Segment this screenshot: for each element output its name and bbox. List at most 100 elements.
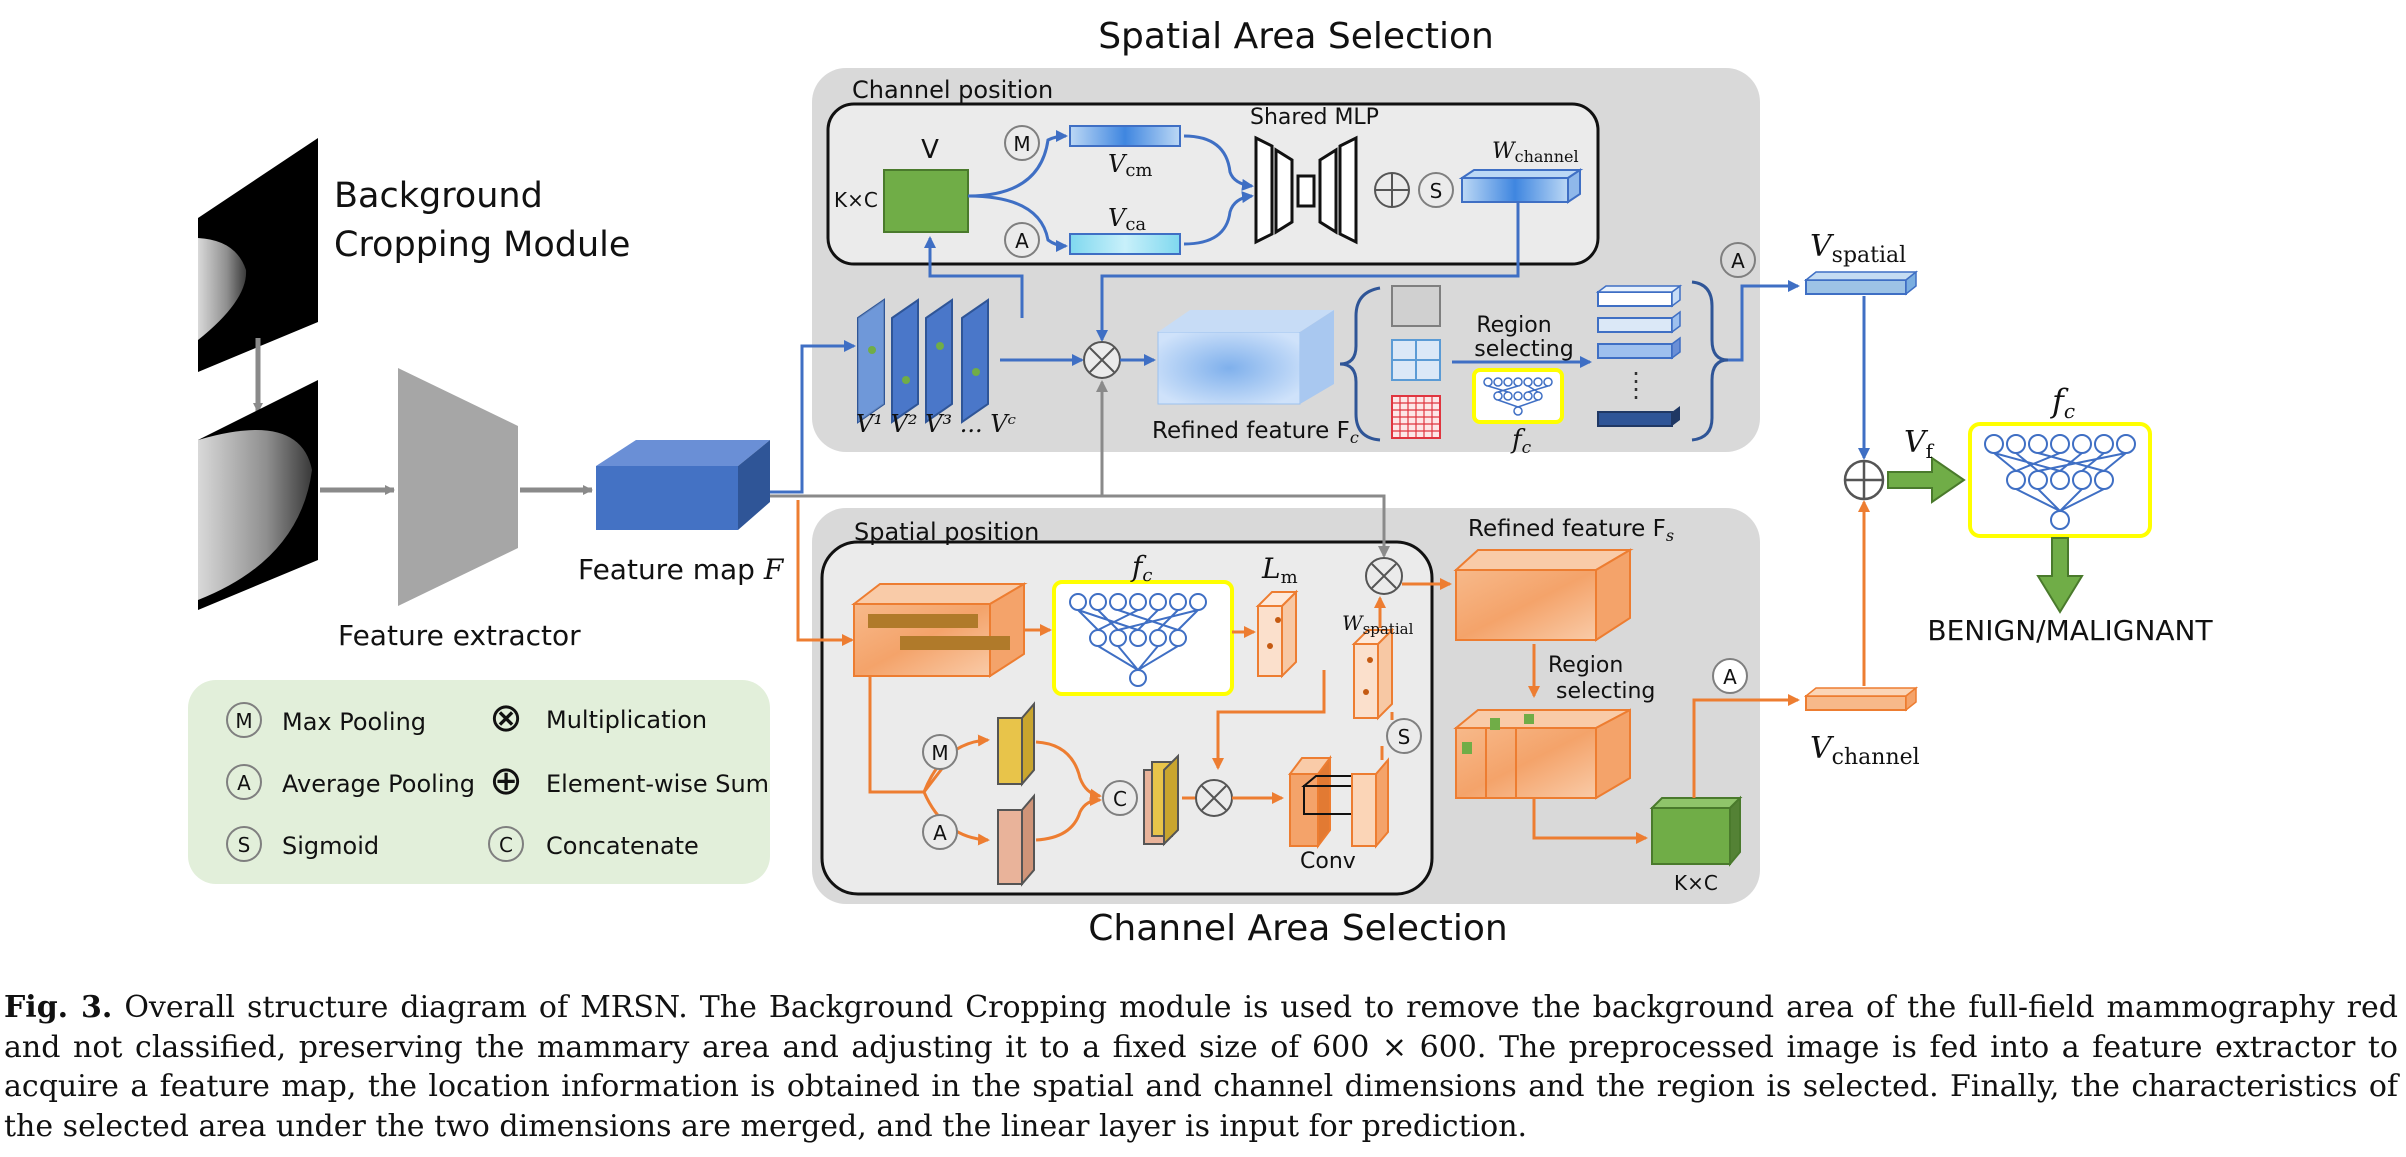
concat-map (1143, 753, 1179, 847)
max-pool-map (997, 701, 1035, 787)
bg-module-line2: Cropping Module (334, 225, 630, 265)
region-selecting-top-1: Region (1476, 313, 1551, 338)
vspatial-label: Vspatial (1810, 229, 1906, 268)
refined-feature-fc-cube (1157, 310, 1334, 405)
refined-fs-label: Refined feature Fs (1468, 516, 1674, 545)
feature-extractor-shape (398, 368, 518, 606)
kxc-bottom-block (1649, 795, 1743, 867)
legend-panel (188, 680, 770, 884)
mammogram-raw-breast (198, 238, 247, 340)
figure-caption: Fig. 3. Overall structure diagram of MRS… (4, 988, 2398, 1146)
fc-final-network (1984, 434, 2136, 530)
grid-1x1 (1391, 285, 1441, 327)
feature-extractor-label: Feature extractor (338, 619, 581, 652)
arrow-cube-down (868, 676, 946, 794)
max-pool-glyph: M (1013, 132, 1030, 156)
arrow-lm-to-concat-mult (1212, 670, 1326, 770)
arrow-fmap-to-spatial-pos (796, 500, 854, 646)
vspatial-bar (1803, 270, 1919, 296)
mult-icon-bottom-x (1201, 785, 1227, 811)
legend-multiplication-icon: ⊗ (489, 695, 523, 741)
arrow-wchannel-to-mult (1096, 202, 1520, 342)
max-pool-glyph-bottom: M (931, 741, 948, 765)
legend-avg-pool-icon (226, 764, 262, 800)
wspatial-map (1351, 627, 1395, 721)
refined-fc-label: Refined feature Fc (1152, 418, 1359, 447)
legend-sum-label: Element-wise Sum (546, 770, 769, 798)
sigmoid-glyph-bottom: S (1398, 725, 1411, 749)
avg-pool-icon (1004, 222, 1040, 258)
v-stack (857, 298, 989, 424)
avg-pool-glyph: A (1015, 229, 1029, 253)
brace-left (1339, 286, 1381, 442)
legend: M Max Pooling A Average Pooling S Sigmoi… (226, 695, 769, 862)
vchannel-label: Vchannel (1810, 731, 1920, 770)
w-channel-label: Wchannel (1492, 139, 1579, 166)
mammogram-cropped-breast (198, 430, 312, 600)
caption-text: Overall structure diagram of MRSN. The B… (4, 990, 2398, 1144)
vca-label: Vca (1108, 204, 1146, 235)
conv-block (1288, 755, 1389, 849)
grid-2x2 (1391, 339, 1441, 381)
fc-final-label: fc (2050, 382, 2075, 423)
vcm-label: Vcm (1108, 150, 1153, 181)
avg-pool-icon-bottom (922, 814, 958, 850)
shared-mlp-shape (1254, 135, 1358, 245)
avg-pool-icon-top-right (1720, 242, 1756, 278)
arrow-vca-to-mlp (1183, 191, 1254, 246)
region-selecting-bottom-1: Region (1548, 653, 1623, 678)
selected-orange-cube (1453, 708, 1631, 800)
legend-avg-pool-glyph: A (237, 771, 251, 795)
sum-icon-top-cross (1375, 173, 1409, 207)
feature-map-cube (596, 440, 770, 530)
mammogram-raw (198, 138, 318, 372)
concat-glyph: C (1113, 787, 1127, 811)
fc-final-box (1968, 422, 2152, 538)
kxc-bottom-label: K×C (1674, 871, 1718, 895)
conv-label: Conv (1300, 849, 1356, 874)
vcm-bar (1069, 125, 1181, 147)
fc-top-box (1472, 368, 1564, 424)
output-arrow (2036, 537, 2084, 614)
legend-multiplication-label: Multiplication (546, 706, 707, 734)
sigmoid-glyph-top: S (1430, 179, 1443, 203)
kxc-top-label: K×C (834, 188, 878, 212)
region-selecting-bottom-2: selecting (1556, 679, 1655, 704)
sigmoid-icon-top (1418, 172, 1454, 208)
avg-pool-glyph-top-right: A (1731, 249, 1745, 273)
line-fmap-gray (770, 494, 1390, 558)
legend-concat-label: Concatenate (546, 832, 699, 860)
vchannel-bar (1803, 686, 1919, 712)
avg-pool-glyph-bottom-right: A (1723, 665, 1737, 689)
feature-map-label: Feature map F (578, 553, 785, 586)
arrow-max-to-concat (1035, 740, 1102, 801)
mult-icon-top-x (1089, 347, 1115, 373)
concat-icon (1102, 780, 1138, 816)
sum-icon-fusion-cross (1845, 461, 1883, 499)
legend-sigmoid-icon (226, 826, 262, 862)
max-pool-icon-bottom (922, 734, 958, 770)
region-selecting-top-2: selecting (1474, 337, 1573, 362)
legend-concat-glyph: C (499, 833, 513, 857)
v-label: V (921, 135, 939, 165)
arrow-selected-to-kxc (1532, 798, 1648, 844)
bg-module-line1: Background (334, 176, 543, 216)
arrow-bars-to-vspatial (1728, 280, 1800, 362)
arrow-v-to-vcm (967, 130, 1068, 198)
v-block (883, 169, 969, 233)
legend-sigmoid-label: Sigmoid (282, 832, 379, 860)
avg-pool-glyph-bottom: A (933, 821, 947, 845)
sigmoid-icon-bottom (1386, 718, 1422, 754)
lm-map (1255, 589, 1299, 679)
grid-fine (1391, 395, 1441, 439)
vf-arrow (1887, 456, 1966, 504)
legend-sigmoid-glyph: S (238, 833, 251, 857)
arrow-avg-to-concat (1035, 794, 1102, 842)
caption-label: Fig. 3. (4, 990, 113, 1025)
arrow-vcm-to-mlp (1183, 134, 1254, 191)
legend-max-pool-glyph: M (235, 709, 252, 733)
mult-icon-channel-x (1371, 563, 1397, 589)
selected-bars (1595, 284, 1683, 427)
arrow-fmap-to-stack (770, 340, 856, 494)
title-spatial-area-selection: Spatial Area Selection (1098, 16, 1494, 57)
